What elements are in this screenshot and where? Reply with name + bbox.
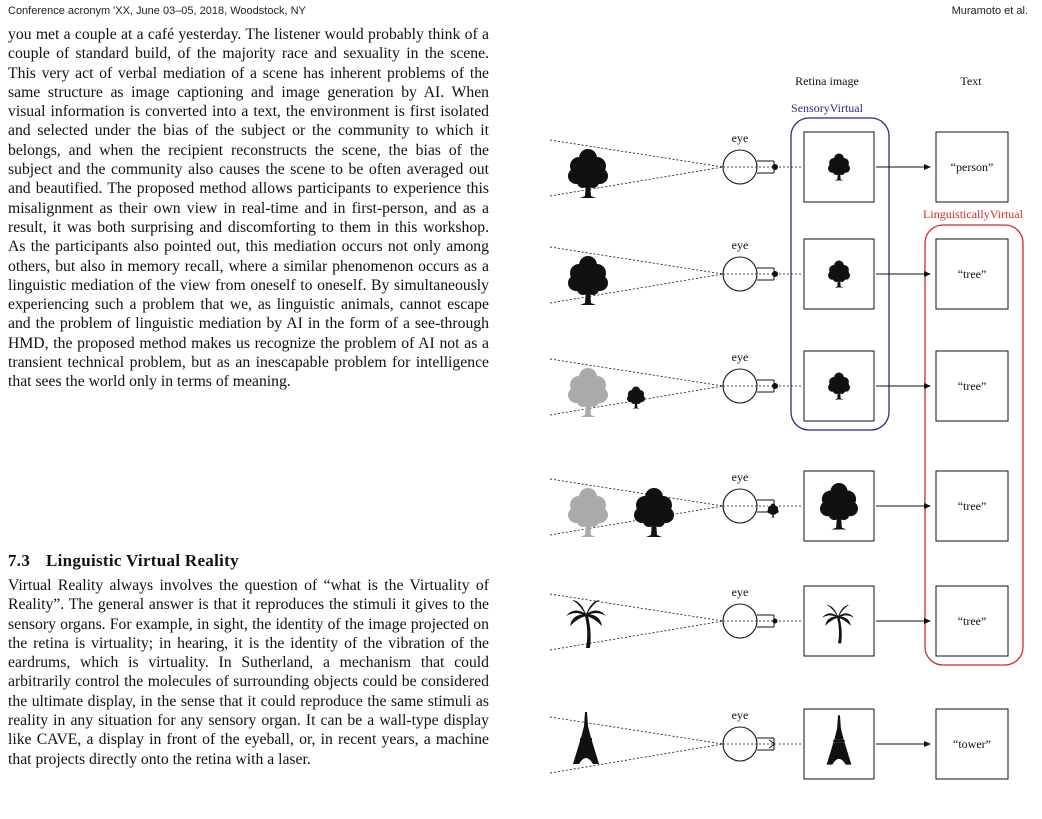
eye-label: eye	[732, 350, 749, 364]
eye-label: eye	[732, 585, 749, 599]
paragraph-text: you met a couple at a café yesterday. Th…	[8, 26, 489, 391]
text-box	[935, 238, 1009, 310]
running-head-left: Conference acronym 'XX, June 03–05, 2018…	[8, 5, 306, 17]
text-caption: “tree”	[958, 267, 987, 281]
text-box	[935, 131, 1009, 203]
diagram-row-3: eye “tree”	[549, 350, 1009, 422]
section-title: Linguistic Virtual Reality	[46, 551, 239, 570]
projected-tree-icon	[767, 503, 779, 518]
diagram-row-2: eye “tree”	[549, 238, 1009, 310]
text-caption: “tower”	[953, 737, 991, 751]
text-caption: “tree”	[958, 499, 987, 513]
diagram-row-6: eye “tower”	[549, 708, 1009, 780]
eye-label: eye	[732, 470, 749, 484]
tree-icon	[568, 256, 608, 305]
text-caption: “person”	[951, 160, 994, 174]
body-paragraph-1: you met a couple at a café yesterday. Th…	[8, 25, 489, 392]
body-paragraph-2: Virtual Reality always involves the ques…	[8, 576, 489, 769]
diagram-row-1: eye “person”	[549, 131, 1009, 203]
eye-label: eye	[732, 131, 749, 145]
group-label-linguistic: LinguisticallyVirtual	[923, 207, 1024, 221]
text-caption: “tree”	[958, 614, 987, 628]
text-box	[935, 470, 1009, 542]
eye-label: eye	[732, 238, 749, 252]
text-box	[935, 350, 1009, 422]
text-box	[935, 585, 1009, 657]
text-caption: “tree”	[958, 379, 987, 393]
faded-tree-icon	[568, 368, 608, 417]
palm-tree-icon	[566, 600, 606, 648]
text-box	[935, 708, 1009, 780]
paragraph-text: Virtual Reality always involves the ques…	[8, 577, 489, 768]
diagram-row-5: eye “tree”	[549, 585, 1009, 657]
section-number: 7.3	[8, 551, 31, 570]
group-label-sensory: SensoryVirtual	[791, 101, 864, 115]
section-heading: 7.3 Linguistic Virtual Reality	[8, 551, 239, 571]
running-head-right: Muramoto et al.	[951, 5, 1028, 17]
tree-icon	[568, 149, 608, 198]
faded-tree-icon	[568, 488, 608, 537]
column-header-retina: Retina image	[795, 74, 859, 88]
eye-label: eye	[732, 708, 749, 722]
tree-icon	[634, 488, 674, 537]
column-header-text: Text	[960, 74, 982, 88]
tree-icon	[627, 386, 645, 409]
linguistically-virtual-group	[924, 224, 1024, 666]
figure-retina-text-diagram: Retina image Text SensoryVirtual Linguis…	[540, 60, 1042, 800]
diagram-row-4: eye “tree”	[549, 470, 1009, 542]
eiffel-tower-icon	[573, 712, 599, 764]
